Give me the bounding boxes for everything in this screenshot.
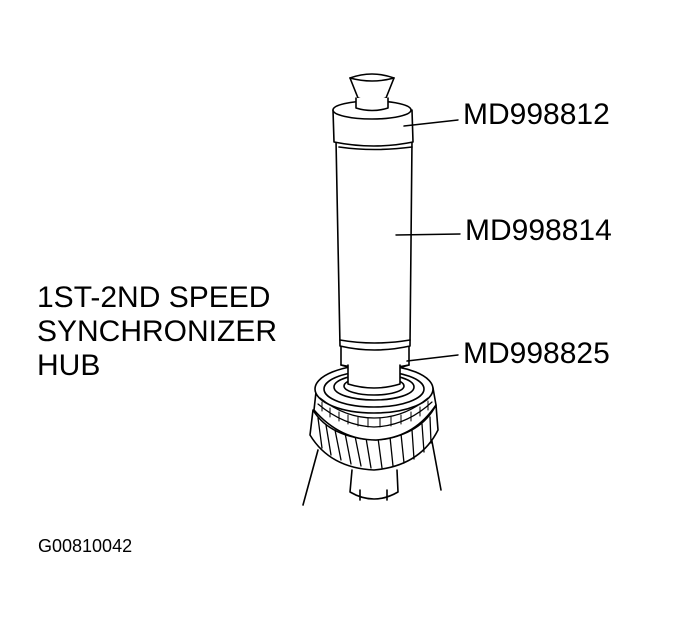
part-label-line-1: 1ST-2ND SPEED: [37, 281, 271, 314]
part-label-synchronizer-hub: 1ST-2ND SPEED SYNCHRONIZER HUB: [37, 281, 277, 383]
special-tool-stack: [332, 73, 414, 389]
leader-line-md998825: [406, 354, 459, 362]
callout-md998825: MD998825: [463, 337, 610, 370]
part-label-line-3: HUB: [37, 349, 101, 382]
callout-md998812: MD998812: [463, 98, 610, 131]
synchronizer-hub-assembly: [302, 364, 442, 506]
leader-lines: [395, 119, 461, 362]
figure-id: G00810042: [38, 536, 133, 556]
callout-md998814: MD998814: [465, 214, 612, 247]
leader-line-md998812: [403, 119, 459, 127]
leader-line-md998814: [395, 233, 461, 236]
part-label-line-2: SYNCHRONIZER: [37, 315, 278, 348]
